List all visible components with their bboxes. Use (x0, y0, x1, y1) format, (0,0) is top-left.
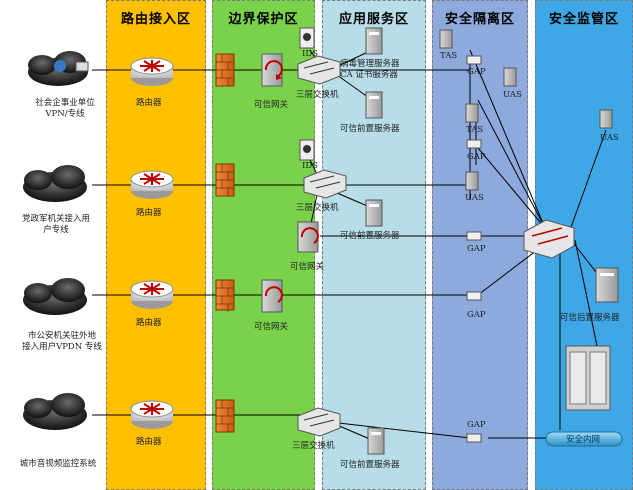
gap-icon (466, 139, 482, 149)
tas-icon (439, 29, 453, 49)
gap-icon (466, 433, 482, 443)
front-server-label: 可信前置服务器 (340, 460, 400, 470)
data-center-rack-icon (565, 345, 611, 411)
gap-icon (466, 55, 482, 65)
switch-icon (297, 407, 341, 437)
server-icon (365, 199, 383, 227)
uas-icon (599, 109, 613, 129)
ids-icon (299, 139, 315, 161)
routing-zone-title: 路由接入区 (120, 12, 191, 27)
isolation-devices (439, 29, 517, 443)
security-intranet-label: 安全内网 (566, 435, 601, 445)
border-zone-title: 边界保护区 (228, 12, 299, 27)
application-service-zone: 应用服务区 (322, 0, 426, 490)
gap-label: GAP (467, 67, 486, 77)
ids-label: IDS (302, 49, 318, 59)
gap-icon (466, 231, 482, 241)
tas-icon (465, 103, 479, 123)
server-icon (365, 91, 383, 119)
router-label: 路由器 (136, 437, 162, 447)
router-icon (130, 170, 174, 199)
front-server-label: 可信前置服务器 (340, 231, 400, 241)
gateway-label: 可信网关 (290, 262, 325, 272)
routers (130, 57, 174, 429)
server-icon (365, 27, 383, 55)
firewall-icon (215, 399, 235, 433)
switch-icon (297, 55, 341, 85)
gap-label: GAP (467, 244, 486, 254)
uas-label: UAS (503, 90, 522, 100)
firewall-icon (215, 163, 235, 197)
ext-label-2: 党政军机关接入用 户专线 (21, 214, 90, 235)
back-server-label: 可信后置服务器 (560, 313, 620, 323)
ext-label-1: 社会企事业单位 VPN/专线 (35, 98, 95, 119)
ids-icon (299, 27, 315, 49)
gateway-label: 可信网关 (254, 322, 289, 332)
monitor-devices (545, 109, 623, 447)
switch-label: 三层交换机 (296, 203, 339, 213)
ids-devices (299, 27, 315, 161)
antivirus-server-label: 病毒管理服务器 (340, 59, 400, 69)
core-switch-icon (523, 219, 575, 259)
uas-icon (503, 67, 517, 87)
router-label: 路由器 (136, 98, 162, 108)
cloud-icon (23, 278, 87, 315)
gateway-icon (297, 221, 319, 253)
firewall-icon (215, 53, 235, 87)
router-label: 路由器 (136, 208, 162, 218)
app-zone-title: 应用服务区 (338, 12, 409, 27)
router-icon (130, 57, 174, 86)
ca-server-label: CA 证书服务器 (340, 70, 398, 80)
switch-label: 三层交换机 (292, 441, 335, 451)
ids-label: IDS (302, 161, 318, 171)
app-servers (365, 27, 385, 455)
cloud-icon (28, 51, 89, 86)
gap-label: GAP (467, 310, 486, 320)
gateway-label: 可信网关 (254, 100, 289, 110)
router-icon (130, 400, 174, 429)
switch-label: 三层交换机 (296, 90, 339, 100)
tas-label: TAS (466, 125, 484, 135)
layer3-switches (297, 55, 575, 437)
uas-icon (465, 171, 479, 191)
firewalls (215, 53, 235, 433)
cloud-icon (23, 165, 87, 202)
gateway-icon (261, 53, 283, 87)
gateway-icon (261, 279, 283, 313)
switch-icon (303, 169, 347, 199)
external-networks (23, 51, 89, 430)
cloud-icon (23, 393, 87, 430)
monitor-zone-title: 安全监管区 (548, 12, 619, 27)
ext-label-4: 城市音视频监控系统 (19, 459, 97, 469)
front-server-label: 可信前置服务器 (340, 124, 400, 134)
ext-label-3: 市公安机关驻外地 接入用户VPDN 专线 (22, 331, 102, 352)
isolation-zone-title: 安全隔离区 (444, 12, 515, 27)
tas-label: TAS (440, 51, 458, 61)
server-icon (367, 427, 385, 455)
uas-label: UAS (600, 133, 619, 143)
router-label: 路由器 (136, 318, 162, 328)
gap-icon (466, 291, 482, 301)
gap-label: GAP (467, 420, 486, 430)
router-icon (130, 280, 174, 309)
server-icon (595, 267, 619, 303)
firewall-icon (215, 279, 235, 312)
pipe-icon (545, 431, 623, 447)
uas-label: UAS (465, 193, 484, 203)
gap-label: GAP (467, 152, 486, 162)
trusted-gateways (261, 53, 319, 313)
